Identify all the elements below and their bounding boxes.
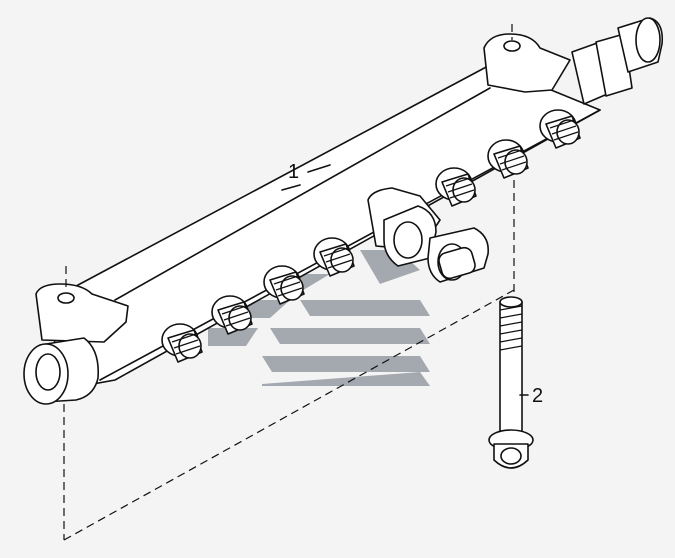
fitting-4 [313,237,355,277]
fitting-7 [539,109,581,149]
callout-1-label: 1 [288,161,299,183]
fitting-6 [487,139,529,179]
fitting-2 [211,295,253,335]
left-end-cap [23,337,100,405]
fitting-3 [263,265,305,305]
pressure-sensor [367,187,490,283]
callout-1-leader [281,184,301,191]
callout-2-label: 2 [532,385,543,407]
left-mounting-bracket [35,266,129,343]
callout-1-leader-tail [307,164,331,173]
mounting-bolt [488,296,534,469]
fitting-1 [161,323,203,363]
right-mounting-bracket [483,24,571,93]
right-end-fitting [571,17,664,105]
alignment-lines [63,180,515,541]
fitting-5 [435,167,477,207]
